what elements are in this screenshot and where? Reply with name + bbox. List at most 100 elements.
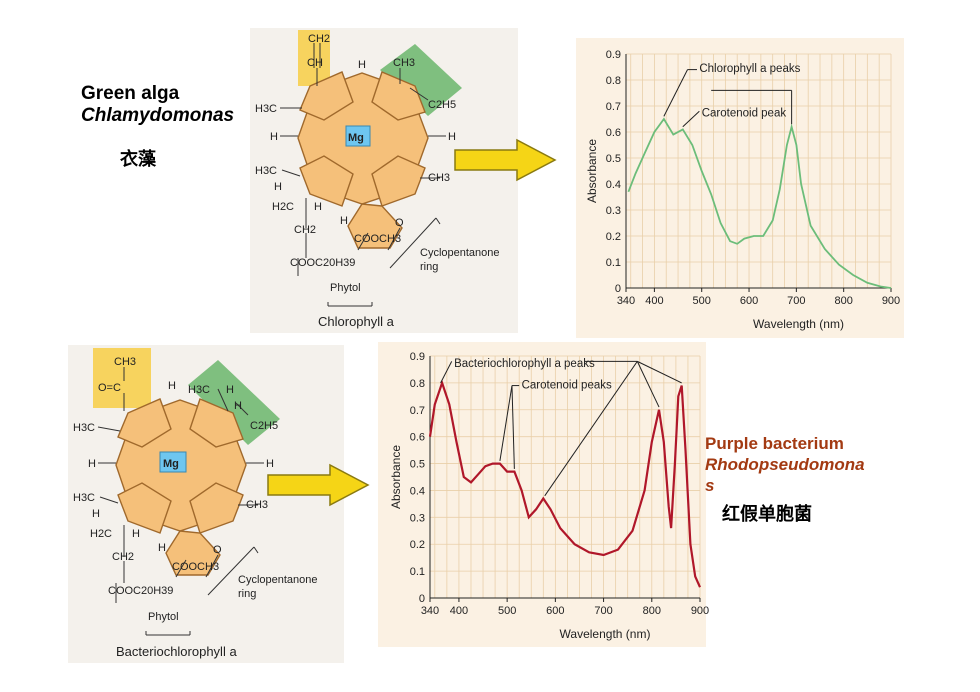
absorbance-series-line (627, 117, 892, 289)
annotation-carotenoid-peak: Carotenoid peak (702, 107, 787, 119)
label-h-a: H (314, 201, 322, 213)
label-h-right: H (448, 131, 456, 143)
cyclopentanone-ring (165, 530, 221, 576)
label-ch2: CH2 (112, 551, 134, 563)
label-h-ring-b: H (226, 384, 234, 396)
pyrrole-ring-d (299, 155, 354, 207)
arrow-right-icon (454, 138, 557, 182)
y-axis-label: Absorbance (389, 445, 403, 509)
rhodopseudomonas-name: Rhodopseudomona (705, 455, 865, 474)
label-h-top: H (168, 380, 176, 392)
y-tick-label: 0.6 (410, 432, 425, 444)
x-tick-label: 800 (643, 605, 661, 617)
y-tick-label: 0.4 (410, 485, 425, 497)
pyrrole-ring-a (299, 71, 354, 121)
chlorophyll-a-caption: Chlorophyll a (318, 314, 394, 329)
x-tick-label: 340 (617, 295, 635, 307)
x-tick-label: 500 (498, 605, 516, 617)
chlorophyll-structure-panel: CH2 CH H CH3 C2H5 H3C H Mg H H3C H CH3 H… (250, 28, 518, 333)
label-cooc20h39: COOC20H39 (108, 585, 173, 597)
y-tick-label: 0.6 (606, 127, 621, 139)
x-tick-label: 700 (787, 295, 805, 307)
x-tick-label: 500 (693, 295, 711, 307)
annotation-line (544, 361, 638, 497)
y-tick-label: 0.1 (410, 566, 425, 578)
y-tick-label: 0.9 (606, 49, 621, 61)
annotation-chlorophyll-peaks: Chlorophyll a peaks (699, 63, 800, 75)
label-h-left: H (88, 458, 96, 470)
label-o: O (213, 544, 222, 556)
annotation-line (636, 361, 660, 408)
annotation-bacteriochlorophyll-peaks: Bacteriochlorophyll a peaks (454, 358, 595, 370)
label-h-a: H (132, 528, 140, 540)
label-ch3-top: CH3 (114, 356, 136, 368)
chlamydomonas-name: Chlamydomonas (81, 105, 235, 126)
annotation-line (663, 69, 688, 117)
label-ring: ring (238, 588, 256, 600)
label-h3c-right: H3C (188, 384, 210, 396)
arrow-right-icon (267, 463, 370, 507)
annotation-carotenoid-peaks: Carotenoid peaks (522, 379, 612, 391)
label-mg: Mg (348, 132, 364, 144)
x-tick-label: 400 (645, 295, 663, 307)
pyrrole-ring-d (117, 482, 172, 534)
magnesium-center (159, 451, 187, 473)
purple-bacterium-title: Purple bacterium Rhodopseudomona s (705, 433, 865, 496)
green-alga-chinese-name: 衣藻 (120, 149, 156, 170)
label-h-right: H (266, 458, 274, 470)
x-axis-label: Wavelength (nm) (560, 627, 651, 641)
label-h-ring-b2: H (234, 400, 242, 412)
label-cyclopentanone: Cyclopentanone (420, 247, 500, 259)
y-tick-label: 0.7 (410, 405, 425, 417)
label-phytol: Phytol (330, 282, 361, 294)
y-axis-label: Absorbance (585, 139, 599, 203)
x-tick-label: 800 (834, 295, 852, 307)
label-ch3-low: CH3 (428, 172, 450, 184)
label-h2c: H2C (90, 528, 112, 540)
annotation-line (637, 360, 682, 384)
annotation-line (511, 385, 515, 469)
y-tick-label: 0 (615, 283, 621, 295)
label-ch2: CH2 (294, 224, 316, 236)
y-tick-label: 0.3 (606, 205, 621, 217)
x-tick-label: 400 (450, 605, 468, 617)
ethyl-highlight (188, 360, 280, 445)
y-tick-label: 0.9 (410, 351, 425, 363)
annotation-line (682, 110, 700, 128)
y-tick-label: 0.8 (410, 378, 425, 390)
label-mg: Mg (163, 458, 179, 470)
x-tick-label: 900 (882, 295, 900, 307)
y-tick-label: 0.7 (606, 101, 621, 113)
label-h-top: H (358, 59, 366, 71)
bacteriochlorophyll-a-caption: Bacteriochlorophyll a (116, 644, 237, 659)
x-tick-label: 600 (546, 605, 564, 617)
label-ring: ring (420, 261, 438, 273)
x-tick-label: 340 (421, 605, 439, 617)
chlorophyll-structure: CH2 CH H CH3 C2H5 H3C H Mg H H3C H CH3 H… (255, 30, 500, 307)
cyclopentanone-ring (347, 203, 403, 249)
label-h3c-left: H3C (73, 422, 95, 434)
y-tick-label: 0.4 (606, 179, 621, 191)
label-h-left: H (270, 131, 278, 143)
x-axis-label: Wavelength (nm) (753, 317, 844, 331)
x-tick-label: 700 (594, 605, 612, 617)
label-cooch3: COOCH3 (354, 233, 401, 245)
green-alga-title: Green alga Chlamydomonas (81, 83, 234, 127)
purple-bacterium-chinese-name: 红假单胞菌 (722, 504, 812, 525)
y-tick-label: 0.5 (606, 153, 621, 165)
label-ch2-top: CH2 (308, 33, 330, 45)
label-oc: O=C (98, 382, 121, 394)
label-phytol: Phytol (148, 611, 179, 623)
label-cooc20h39: COOC20H39 (290, 257, 355, 269)
acetyl-highlight (93, 348, 151, 408)
pyrrole-ring-c (189, 482, 244, 534)
label-c2h5: C2H5 (250, 420, 278, 432)
purple-bacterium-name: Purple bacterium (705, 434, 844, 453)
label-h2c: H2C (272, 201, 294, 213)
magnesium-center (345, 125, 371, 147)
y-tick-label: 0.8 (606, 75, 621, 87)
